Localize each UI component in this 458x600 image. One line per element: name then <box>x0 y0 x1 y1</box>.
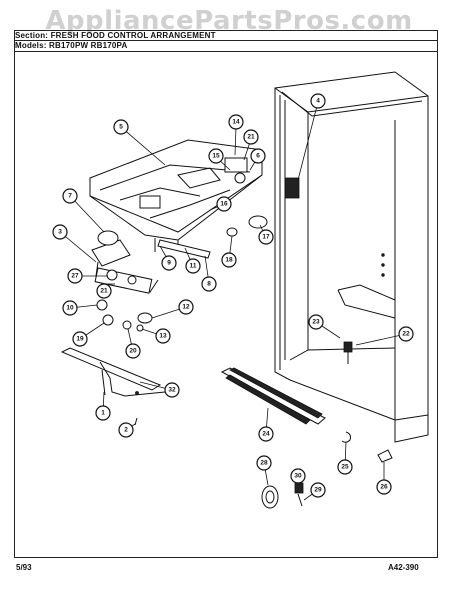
control-housing-assembly <box>89 139 268 259</box>
callout-label: 20 <box>129 348 137 355</box>
callout-label: 25 <box>341 464 349 471</box>
callout-14: 14 <box>228 114 244 130</box>
callout-label: 10 <box>66 305 74 312</box>
section-title: Section: FRESH FOOD CONTROL ARRANGEMENT <box>15 31 216 40</box>
callout-10: 10 <box>62 300 78 316</box>
callout-label: 7 <box>68 193 72 200</box>
callout-label: 12 <box>182 304 190 311</box>
cabinet-liner <box>274 71 429 443</box>
callout-label: 23 <box>312 319 320 326</box>
callout-label: 29 <box>314 487 322 494</box>
callout-5: 5 <box>113 119 129 135</box>
callout-29: 29 <box>310 482 326 498</box>
callout-9: 9 <box>161 255 177 271</box>
callout-label: 6 <box>256 153 260 160</box>
callout-label: 5 <box>119 124 123 131</box>
callout-23: 23 <box>308 314 324 330</box>
header-divider <box>14 40 438 41</box>
caster-wheel <box>261 485 279 509</box>
housing-strip <box>157 239 211 259</box>
callout-8: 8 <box>201 276 217 292</box>
callout-1: 1 <box>95 405 111 421</box>
callout-25: 25 <box>337 459 353 475</box>
thermostat-assembly <box>91 230 159 332</box>
knob-part <box>96 299 108 311</box>
header-divider <box>14 51 438 52</box>
callout-20: 20 <box>125 343 141 359</box>
callout-30: 30 <box>290 468 306 484</box>
callout-label: 19 <box>76 336 84 343</box>
callout-2: 2 <box>118 422 134 438</box>
callout-label: 16 <box>220 201 228 208</box>
callout-6: 6 <box>250 148 266 164</box>
callout-label: 8 <box>207 281 211 288</box>
callout-4: 4 <box>310 93 326 109</box>
callout-label: 14 <box>232 119 240 126</box>
callout-13: 13 <box>155 328 171 344</box>
callout-28: 28 <box>256 455 272 471</box>
callout-label: 21 <box>100 288 108 295</box>
callout-7: 7 <box>62 188 78 204</box>
callout-label: 26 <box>380 484 388 491</box>
callout-label: 24 <box>262 431 270 438</box>
callout-label: 1 <box>101 410 105 417</box>
callout-26: 26 <box>376 479 392 495</box>
callout-21b: 21 <box>96 283 112 299</box>
callout-label: 17 <box>262 234 270 241</box>
callout-15: 15 <box>208 148 224 164</box>
callout-17: 17 <box>258 229 274 245</box>
callout-label: 9 <box>167 260 171 267</box>
callout-label: 2 <box>124 427 128 434</box>
callout-12: 12 <box>178 299 194 315</box>
callout-16: 16 <box>216 196 232 212</box>
callout-label: 22 <box>402 331 410 338</box>
hinge-pin <box>294 482 304 494</box>
clip <box>341 431 351 443</box>
callout-label: 11 <box>190 263 197 270</box>
callout-label: 28 <box>260 460 268 467</box>
callout-11: 11 <box>185 258 201 274</box>
leveling-leg <box>377 449 393 463</box>
callout-32: 32 <box>164 382 180 398</box>
callout-19: 19 <box>72 331 88 347</box>
callout-27: 27 <box>67 268 83 284</box>
lower-bracket <box>60 347 166 426</box>
revision-date: 5/93 <box>16 563 32 572</box>
diagram-code: A42-390 <box>388 563 419 572</box>
callout-label: 4 <box>316 98 320 105</box>
callout-21a: 21 <box>243 129 259 145</box>
screw <box>343 341 353 353</box>
callout-label: 13 <box>159 333 167 340</box>
callout-22: 22 <box>398 326 414 342</box>
damper-cap <box>248 215 268 229</box>
callout-label: 21 <box>247 134 255 141</box>
callout-label: 18 <box>225 257 233 264</box>
callout-3: 3 <box>52 224 68 240</box>
models-line: Models: RB170PW RB170PA <box>15 41 128 50</box>
lamp-socket <box>226 227 238 237</box>
knob-dial <box>234 172 246 184</box>
diagram-frame <box>14 30 438 558</box>
hardware-bits <box>261 341 393 509</box>
callout-label: 3 <box>58 229 62 236</box>
callout-24: 24 <box>258 426 274 442</box>
callout-label: 27 <box>71 273 79 280</box>
callout-18: 18 <box>221 252 237 268</box>
cabinet-bracket <box>284 177 300 199</box>
kick-plate <box>220 367 326 425</box>
callout-label: 32 <box>168 387 176 394</box>
thermostat-knob <box>224 157 248 173</box>
callout-label: 30 <box>294 473 302 480</box>
callout-label: 15 <box>212 153 220 160</box>
